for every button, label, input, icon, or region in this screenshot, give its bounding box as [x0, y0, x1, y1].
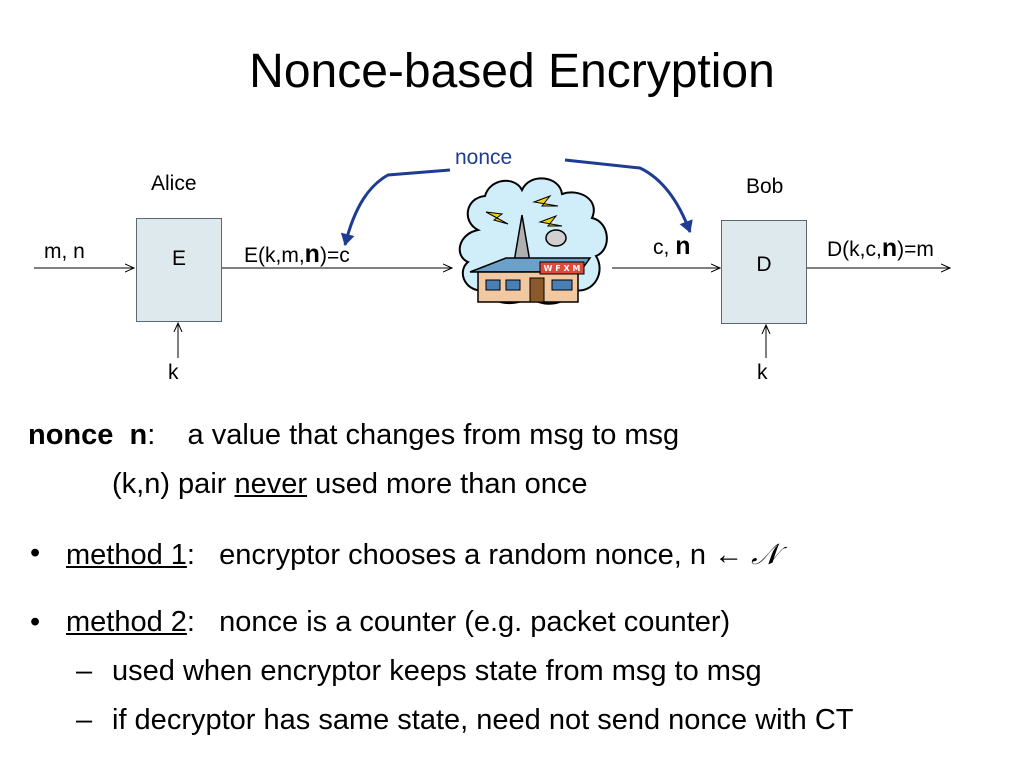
enc-output-nonce: n: [304, 240, 320, 268]
radio-station-icon: W F X M: [458, 177, 608, 305]
method-2-colon: :: [186, 606, 195, 638]
def-term: nonce: [28, 419, 114, 451]
dec-input-label: c, n: [653, 232, 690, 261]
page-title: Nonce-based Encryption: [249, 45, 775, 98]
encrypt-box: E: [136, 218, 222, 322]
encryption-diagram: W F X M: [34, 158, 1024, 358]
method-1-body: encryptor chooses a random nonce, n: [219, 539, 706, 571]
def-colon: :: [147, 419, 156, 451]
key-dec-label: k: [757, 361, 768, 384]
method-1-arrow: ←: [714, 539, 744, 571]
input-label: m, n: [44, 240, 85, 263]
nonce-label: nonce: [455, 146, 513, 169]
decrypt-box: D: [721, 220, 807, 324]
dec-output-nonce: n: [881, 234, 898, 262]
sub-point-2: if decryptor has same state, need not se…: [112, 704, 854, 736]
dec-output-label: D(k,c,n)=m: [827, 234, 934, 263]
pair-post: used more than once: [315, 468, 588, 500]
pair-line: (k,n) pair never used more than once: [112, 468, 588, 501]
method-2-body: nonce is a counter (e.g. packet counter): [219, 606, 731, 638]
method-1-line: method 1: encryptor chooses a random non…: [66, 537, 779, 572]
pair-never: never: [234, 468, 308, 500]
method-1-label: method 1: [66, 539, 187, 571]
decrypt-box-label: D: [756, 253, 772, 276]
dec-input-pre: c,: [653, 236, 670, 259]
def-body: a value that changes from msg to msg: [187, 419, 680, 451]
station-sign: W F X M: [544, 264, 581, 273]
alice-label: Alice: [151, 172, 197, 195]
nonce-arrow-left: [340, 168, 451, 246]
bob-label: Bob: [746, 175, 784, 198]
enc-output-label: E(k,m,n)=c: [244, 240, 350, 269]
method-1-bullet: •: [30, 537, 41, 569]
def-var: n: [129, 419, 148, 451]
enc-output-pre: E(k,m,: [244, 244, 305, 267]
method-2-line: method 2: nonce is a counter (e.g. packe…: [66, 606, 730, 639]
nonce-arrow-right: [564, 158, 693, 233]
dec-output-post: )=m: [897, 238, 934, 261]
sub-dash-1: –: [76, 655, 93, 687]
method-1-set: 𝒩: [751, 537, 779, 571]
pair-pre: (k,n) pair: [112, 468, 227, 500]
key-enc-label: k: [168, 361, 179, 384]
enc-output-post: )=c: [319, 244, 350, 267]
encrypt-box-label: E: [171, 247, 186, 270]
method-1-colon: :: [186, 539, 195, 571]
method-2-label: method 2: [66, 606, 187, 638]
sub-dash-2: –: [76, 704, 93, 736]
method-2-bullet: •: [30, 606, 41, 638]
sub-point-1: used when encryptor keeps state from msg…: [112, 655, 762, 687]
nonce-definition: nonce n: a value that changes from msg t…: [28, 419, 679, 452]
dec-input-nonce: n: [675, 232, 691, 260]
dec-output-pre: D(k,c,: [827, 238, 882, 261]
